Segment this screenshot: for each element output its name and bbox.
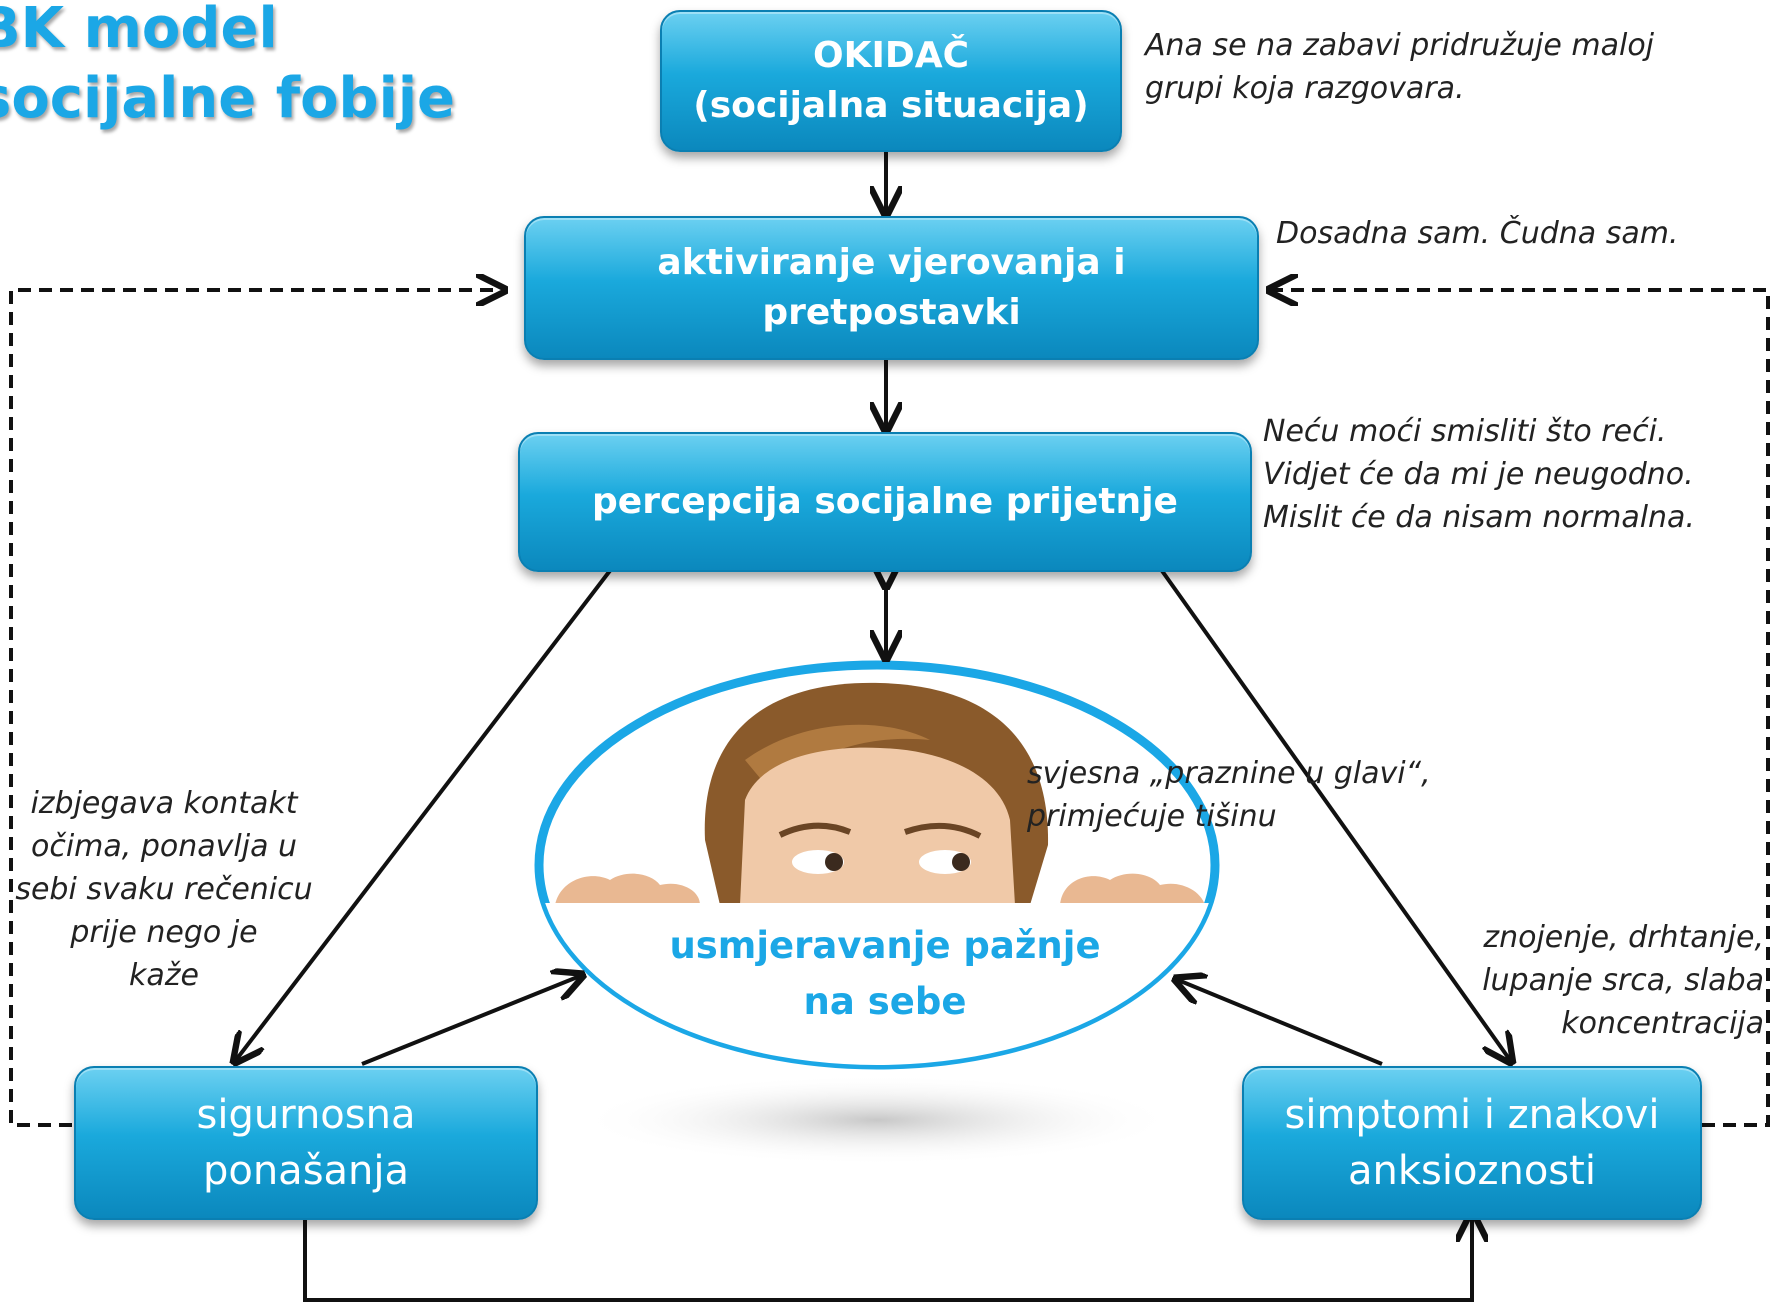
- box-beliefs-line-1: aktiviranje vjerovanja i: [657, 242, 1126, 283]
- note-safety-line-5: kaže: [129, 958, 199, 993]
- note-safety: izbjegava kontakt očima, ponavlja u sebi…: [14, 782, 314, 997]
- box-safety-line-2: ponašanja: [202, 1148, 410, 1194]
- focus-label: usmjeravanje pažnje na sebe: [640, 918, 1130, 1030]
- note-safety-line-4: prije nego je: [70, 915, 258, 950]
- note-focus-line-1: svjesna „praznine u glavi“,: [1027, 756, 1431, 791]
- focus-ellipse: [534, 660, 1220, 1070]
- box-beliefs-line-2: pretpostavki: [762, 292, 1021, 333]
- box-trigger-line-1: OKIDAČ: [812, 35, 970, 76]
- dashed-loop-symptoms-to-beliefs: [1272, 290, 1770, 1127]
- title-line-2: socijalne fobije: [0, 66, 456, 131]
- box-anxiety-symptoms: simptomi i znakovi anksioznosti: [1242, 1066, 1702, 1220]
- arrow-threat-to-symptoms: [1158, 566, 1510, 1060]
- diagram-title: BK model socijalne fobije: [0, 0, 455, 134]
- box-safety-behaviours: sigurnosna ponašanja: [74, 1066, 538, 1220]
- note-symptoms-line-2: lupanje srca, slaba: [1482, 963, 1764, 998]
- note-focus: svjesna „praznine u glavi“, primjećuje t…: [1027, 752, 1431, 838]
- focus-label-line-2: na sebe: [803, 980, 967, 1023]
- title-line-1: BK model: [0, 0, 278, 61]
- arrow-threat-to-safety: [236, 566, 614, 1060]
- arrow-safety-to-symptoms: [303, 1216, 1472, 1302]
- focus-label-line-1: usmjeravanje pažnje: [669, 924, 1101, 967]
- note-beliefs: Dosadna sam. Čudna sam.: [1276, 212, 1678, 255]
- box-beliefs: aktiviranje vjerovanja i pretpostavki: [524, 216, 1259, 360]
- dashed-loop-safety-to-beliefs: [9, 290, 502, 1127]
- box-threat: percepcija socijalne prijetnje: [518, 432, 1252, 572]
- note-threat-line-2: Vidjet će da mi je neugodno.: [1263, 457, 1694, 492]
- note-safety-line-1: izbjegava kontakt: [30, 786, 298, 821]
- box-safety-line-1: sigurnosna: [196, 1092, 416, 1138]
- note-threat-line-1: Neću moći smisliti što reći.: [1263, 414, 1667, 449]
- note-symptoms: znojenje, drhtanje, lupanje srca, slaba …: [1440, 916, 1764, 1045]
- note-beliefs-line-1: Dosadna sam. Čudna sam.: [1276, 216, 1679, 251]
- note-symptoms-line-3: koncentracija: [1561, 1006, 1764, 1041]
- note-safety-line-3: sebi svaku rečenicu: [15, 872, 313, 907]
- box-threat-line-1: percepcija socijalne prijetnje: [592, 481, 1178, 522]
- box-trigger: OKIDAČ (socijalna situacija): [660, 10, 1122, 152]
- box-symptoms-line-2: anksioznosti: [1348, 1148, 1596, 1194]
- arrow-safety-to-focus: [361, 976, 580, 1066]
- note-symptoms-line-1: znojenje, drhtanje,: [1483, 920, 1764, 955]
- arrow-symptoms-to-focus: [1178, 980, 1383, 1066]
- note-focus-line-2: primjećuje tišinu: [1027, 799, 1277, 834]
- note-threat: Neću moći smisliti što reći. Vidjet će d…: [1263, 410, 1695, 539]
- note-safety-line-2: očima, ponavlja u: [30, 829, 297, 864]
- ellipse-shadow: [577, 1075, 1177, 1165]
- note-trigger: Ana se na zabavi pridružuje maloj grupi …: [1145, 24, 1654, 110]
- box-symptoms-line-1: simptomi i znakovi: [1284, 1092, 1660, 1138]
- note-threat-line-3: Mislit će da nisam normalna.: [1263, 500, 1695, 535]
- box-trigger-line-2: (socijalna situacija): [693, 85, 1089, 126]
- note-trigger-line-2: grupi koja razgovara.: [1145, 71, 1465, 106]
- note-trigger-line-1: Ana se na zabavi pridružuje maloj: [1145, 28, 1655, 63]
